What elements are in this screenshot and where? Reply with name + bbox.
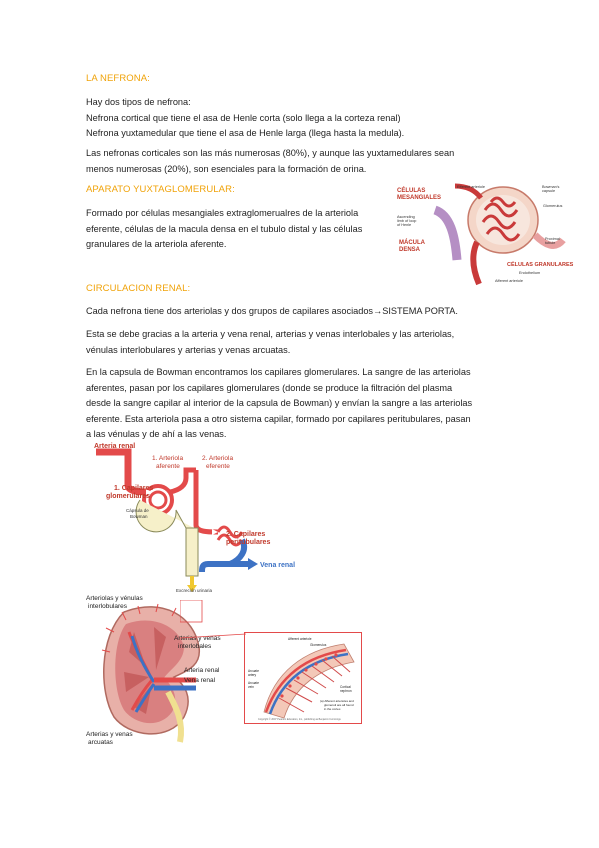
text-line: Formado por células mesangiales extraglo… (86, 208, 359, 218)
text-line: Nefrona cortical que tiene el asa de Hen… (86, 112, 401, 123)
heading-aparato: APARATO YUXTAGLOMERULAR: (86, 184, 235, 195)
label-arteria-renal: Arteria renal (94, 443, 135, 450)
label-eferente-2: eferente (206, 463, 230, 470)
paragraph-aparato: Formado por células mesangiales extraglo… (86, 206, 362, 253)
label-mesangiales-1: CÉLULAS (397, 186, 425, 194)
label-macula-1: MÁCULA (399, 239, 426, 246)
label-arcuatas-2: arcuatas (88, 739, 114, 746)
text-line: Las nefronas corticales son las más nume… (86, 148, 455, 158)
label-bowman-2: capsule (542, 189, 555, 193)
text-line: eferente, células de la macula densa en … (86, 223, 363, 234)
text-line: menos numerosas (20%), son esenciales pa… (86, 163, 367, 174)
text-line: Cada nefrona tiene dos arteriolas y dos … (86, 306, 458, 316)
label-arteriolas-1: Arteriolas y vénulas (86, 595, 143, 602)
text-line: aferentes, pasan por los capilares glome… (86, 382, 453, 393)
label-cortex-glomerulus: Glomerulus (310, 643, 327, 647)
paragraph-nefronas-corticales: Las nefronas corticales son las más nume… (86, 146, 454, 177)
label-eferente-1: 2. Arteriola (202, 455, 233, 462)
label-arteria-renal-kidney: Arteria renal (184, 667, 220, 674)
label-aferente-1: 1. Arteriola (152, 455, 183, 462)
label-endothelium: Endothelium (519, 271, 540, 275)
label-capilares-peri-2: peritubulares (226, 539, 270, 546)
label-caption-3: in the cortex. (324, 707, 341, 711)
label-capsula-1: Cápsula de (126, 508, 149, 513)
label-afferent: Afferent arteriole (495, 279, 523, 283)
renal-circulation-figure: Arteria renal 1. Arteriola aferente 2. A… (94, 443, 295, 593)
label-interlobales-2: interlobales (178, 643, 212, 650)
label-arcuate-artery-1: Arcuate (248, 669, 259, 673)
label-arcuate-vein-2: vein (248, 685, 254, 689)
label-granulares: CÉLULAS GRANULARES (507, 260, 574, 268)
label-excrecion: Excreción urinaria (176, 588, 213, 593)
label-mesangiales-2: MESANGIALES (397, 195, 441, 201)
label-proximal-1: Proximal (545, 237, 560, 241)
label-arteriolas-2: interlobulares (88, 603, 128, 610)
label-cortical-1: Cortical (340, 685, 351, 689)
text-line: eferente. Esta arteriola pasa a otro sis… (86, 413, 471, 424)
label-copyright: Copyright © 2007 Pearson Education, Inc.… (258, 718, 341, 721)
label-cortex-afferent: Afferent arteriole (288, 637, 312, 641)
label-interlobales-1: Arterias y venas (174, 635, 221, 642)
label-vena-renal-kidney: Vena renal (184, 677, 216, 684)
label-capilares-glom-1: 1. Capilares (114, 485, 153, 492)
label-bowman-1: Bowman's (542, 185, 559, 189)
text-line: Hay dos tipos de nefrona: (86, 97, 191, 107)
label-efferent: Efferent arteriole (457, 185, 485, 189)
cortex-detail-figure: Afferent arteriole Glomerulus Arcuate ar… (244, 632, 362, 724)
label-capilares-peri-1: 2. Capilares (226, 531, 265, 538)
paragraph-sistema-porta: Cada nefrona tiene dos arteriolas y dos … (86, 304, 458, 320)
paragraph-arterias: Esta se debe gracias a la arteria y vena… (86, 327, 454, 358)
label-caption-2: glomeruli are all found (324, 703, 354, 707)
juxtaglomerular-figure: CÉLULAS MESANGIALES Ascending limb of lo… (395, 180, 575, 286)
heading-nefrona: LA NEFRONA: (86, 73, 150, 84)
paragraph-tipos-nefrona: Hay dos tipos de nefrona: Nefrona cortic… (86, 95, 404, 142)
kidney-figure: Arteriolas y vénulas interlobulares Arte… (86, 595, 221, 746)
label-ascending-3: of Henle (397, 223, 411, 227)
text-line: Esta se debe gracias a la arteria y vena… (86, 329, 455, 339)
label-aferente-2: aferente (156, 463, 180, 470)
label-capilares-glom-2: glomerulares (106, 493, 150, 500)
label-ascending-2: limb of loop (397, 219, 416, 223)
label-arcuate-vein-1: Arcuate (248, 681, 259, 685)
text-line: a las vénulas y de ahí a las venas. (86, 429, 227, 439)
label-arcuatas-1: Arterias y venas (86, 731, 133, 738)
label-glomerulus: Glomerulus (543, 204, 563, 208)
text-line: vénulas interlobulares y arterias y vena… (86, 344, 291, 355)
label-ascending-1: Ascending (397, 215, 415, 219)
connector-line (180, 600, 247, 639)
label-cortical-2: nephron (340, 689, 352, 693)
label-vena-renal: Vena renal (260, 562, 295, 569)
text-line: granulares de la arteriola aferente. (86, 239, 227, 249)
text-line: Nefrona yuxtamedular que tiene el asa de… (86, 128, 405, 138)
label-arcuate-artery-2: artery (248, 673, 257, 677)
label-macula-2: DENSA (399, 247, 421, 253)
text-line: En la capsula de Bowman encontramos los … (86, 367, 471, 377)
heading-circulacion: CIRCULACION RENAL: (86, 283, 191, 294)
label-capsula-2: Bowman (130, 514, 148, 519)
label-caption-1: (a) Afferent arterioles and (320, 699, 354, 703)
label-proximal-2: tubule (545, 241, 555, 245)
paragraph-bowman: En la capsula de Bowman encontramos los … (86, 365, 472, 443)
text-line: desde la sangre capilar al interior de l… (86, 398, 473, 408)
